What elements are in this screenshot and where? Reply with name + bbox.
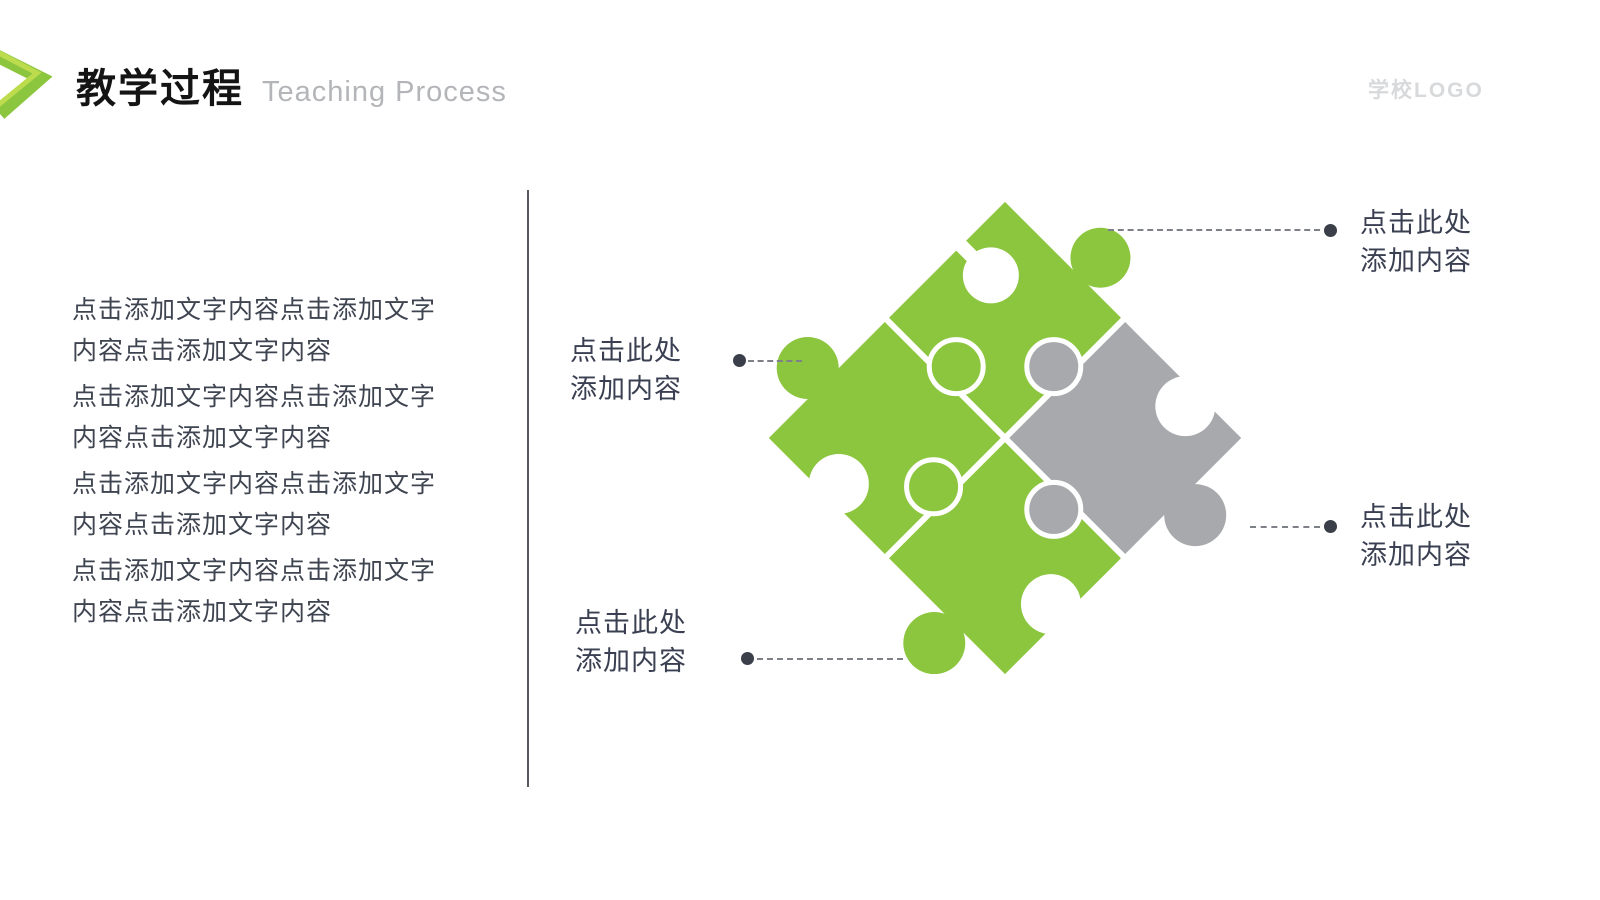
callout-line: 点击此处 [1360,208,1472,238]
placeholder-paragraph[interactable]: 点击添加文字内容点击添加文字内容点击添加文字内容 [72,557,437,626]
arrow-logo-stroke [0,50,53,119]
puzzle-knob [903,612,966,675]
puzzle-blank [962,247,1019,304]
puzzle-knob [1024,479,1084,539]
page-subtitle: Teaching Process [262,76,507,108]
leader-line [757,658,903,660]
callout-bottom-left-text[interactable]: 点击此处 添加内容 [560,604,702,680]
puzzle-blank [1020,574,1081,635]
placeholder-paragraph[interactable]: 点击添加文字内容点击添加文字内容点击添加文字内容 [72,470,437,539]
puzzle-piece-right[interactable] [944,280,1285,624]
callout-line: 点击此处 [570,336,682,366]
arrow-logo-icon [0,50,53,119]
school-logo: 学校LOGO [1368,79,1484,102]
puzzle-knob [904,457,964,517]
puzzle-knob [1070,227,1131,288]
callout-line: 添加内容 [1360,540,1472,570]
puzzle-knob [926,337,986,397]
callout-line: 添加内容 [575,646,687,676]
leader-line [748,360,802,362]
arrow-logo-highlight [0,50,42,107]
vertical-divider [527,190,529,787]
leader-dot [1324,520,1337,533]
puzzle-knob [1024,337,1084,397]
callout-line: 添加内容 [1360,246,1472,276]
callout-top-right-text[interactable]: 点击此处 添加内容 [1360,204,1472,280]
callout-line: 添加内容 [570,374,682,404]
puzzle-diagram [768,201,1285,675]
leader-dot [1324,224,1337,237]
callout-right-text[interactable]: 点击此处 添加内容 [1360,498,1472,574]
body-text-placeholder[interactable]: 点击添加文字内容点击添加文字内容点击添加文字内容 点击添加文字内容点击添加文字内… [72,290,444,638]
puzzle-blank [1155,376,1216,437]
leader-line [1108,229,1320,231]
leader-dot [733,354,746,367]
leader-line [1250,526,1320,528]
callout-line: 点击此处 [1360,502,1472,532]
placeholder-paragraph[interactable]: 点击添加文字内容点击添加文字内容点击添加文字内容 [72,383,437,452]
leader-dot [741,652,754,665]
callout-line: 点击此处 [575,608,687,638]
puzzle-knob [1164,484,1227,547]
callout-left-text[interactable]: 点击此处 添加内容 [555,332,697,408]
puzzle-knob [776,336,839,399]
puzzle-blank [808,453,869,514]
page-title: 教学过程 [76,67,244,111]
placeholder-paragraph[interactable]: 点击添加文字内容点击添加文字内容点击添加文字内容 [72,296,437,365]
